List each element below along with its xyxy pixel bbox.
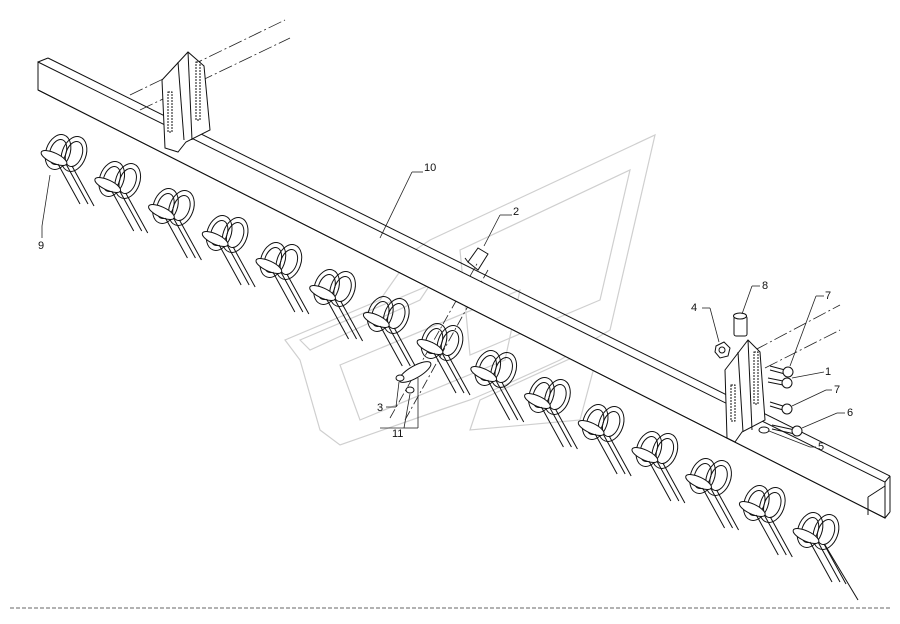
spring-tine xyxy=(94,161,149,234)
callout-5: 5 xyxy=(818,441,824,453)
spring-tine xyxy=(577,404,632,477)
spring-tine xyxy=(309,269,364,342)
callout-4: 4 xyxy=(691,302,697,314)
spring-tine xyxy=(416,323,471,396)
spring-tine xyxy=(685,458,740,531)
spring-tine xyxy=(201,215,256,288)
spring-tine xyxy=(148,188,202,261)
tine-tail xyxy=(824,544,859,601)
callout-11: 11 xyxy=(392,428,403,440)
leader-lines xyxy=(41,171,845,448)
right-bracket xyxy=(724,339,766,443)
callout-1: 1 xyxy=(825,366,831,378)
callout-labels: 10 2 9 8 4 7 1 7 6 5 3 11 xyxy=(38,162,853,453)
spring-tine xyxy=(255,242,310,315)
spring-tine xyxy=(792,512,847,585)
spring-tine xyxy=(40,134,95,207)
spring-tine xyxy=(631,431,686,504)
callout-9: 9 xyxy=(38,240,44,252)
spring-tine xyxy=(524,377,578,450)
spring-tine xyxy=(470,350,525,423)
left-bracket xyxy=(161,51,211,153)
hardware-parts xyxy=(395,247,803,437)
callout-7a: 7 xyxy=(825,290,831,302)
callout-10: 10 xyxy=(424,162,436,174)
callout-6: 6 xyxy=(847,407,853,419)
callout-7b: 7 xyxy=(834,384,840,396)
spring-tines xyxy=(40,134,859,601)
callout-8: 8 xyxy=(762,280,768,292)
spring-tine xyxy=(362,296,417,369)
callout-3: 3 xyxy=(377,402,383,414)
callout-2: 2 xyxy=(513,206,519,218)
spring-tine xyxy=(738,485,793,558)
